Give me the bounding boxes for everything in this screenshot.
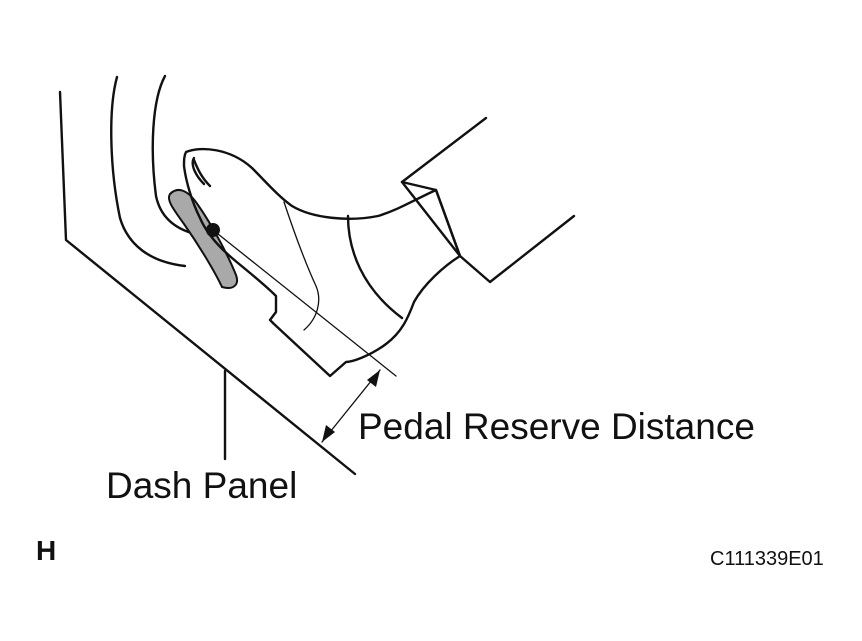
shoe-lace-line	[283, 201, 320, 331]
pedal-arm-outer-line	[110, 75, 187, 268]
shoe-inner-detail	[192, 158, 212, 188]
dash-panel-label: Dash Panel	[106, 465, 297, 506]
trouser-cuff-line	[400, 180, 462, 258]
pedal-reference-line	[212, 229, 397, 377]
shoe-outline	[182, 147, 462, 378]
pedal-pad	[168, 189, 238, 289]
trouser-leg-outline	[400, 116, 576, 284]
reserve-distance-arrowhead-top	[367, 370, 380, 387]
dash-panel-outline	[58, 90, 357, 476]
figure-code-label: C111339E01	[710, 548, 824, 570]
pedal-reserve-distance-label: Pedal Reserve Distance	[358, 406, 755, 447]
pedal-arm-inner-line	[151, 74, 197, 236]
shoe-heel-line	[346, 214, 404, 320]
shoe-toe-cap	[191, 156, 206, 186]
corner-letter-label: H	[36, 535, 56, 566]
reserve-distance-arrowhead-bottom	[322, 425, 335, 442]
